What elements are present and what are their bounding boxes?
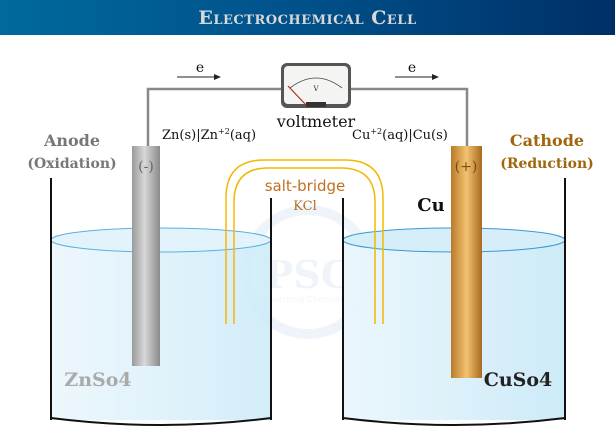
anode-beaker xyxy=(50,178,272,426)
salt-bridge-electrolyte: KCl xyxy=(293,199,316,214)
cathode-sign: (+) xyxy=(455,159,478,175)
svg-text:e: e xyxy=(196,60,204,76)
voltmeter-label: voltmeter xyxy=(276,112,356,131)
anode-solution: ZnSo4 xyxy=(64,369,131,391)
zinc-electrode xyxy=(132,146,160,366)
cathode-process: (Reduction) xyxy=(500,156,594,172)
anode-title: Anode xyxy=(43,131,100,150)
electron-flow-right: e xyxy=(395,60,439,80)
salt-bridge-label: salt-bridge xyxy=(265,177,346,195)
svg-text:e: e xyxy=(408,60,416,76)
external-wire xyxy=(146,87,469,148)
anode-process: (Oxidation) xyxy=(27,156,116,172)
cathode-title: Cathode xyxy=(510,131,584,150)
electron-flow-left: e xyxy=(177,60,221,80)
anode-half-cell: Zn(s)|Zn+2(aq) xyxy=(162,127,256,143)
svg-text:PSC: PSC xyxy=(265,252,351,297)
copper-electrode xyxy=(451,146,482,378)
cathode-metal: Cu xyxy=(417,195,444,216)
cathode-solution: CuSo4 xyxy=(484,369,553,391)
anode-sign: (-) xyxy=(138,159,154,175)
svg-text:Learning Chemistry: Learning Chemistry xyxy=(268,295,349,304)
salt-bridge xyxy=(225,159,384,324)
page-title: Electrochemical Cell xyxy=(198,6,417,29)
cathode-half-cell: Cu+2(aq)|Cu(s) xyxy=(352,127,448,143)
svg-text:V: V xyxy=(312,85,319,93)
voltmeter: V xyxy=(281,63,351,108)
title-banner: Electrochemical Cell xyxy=(0,0,615,35)
